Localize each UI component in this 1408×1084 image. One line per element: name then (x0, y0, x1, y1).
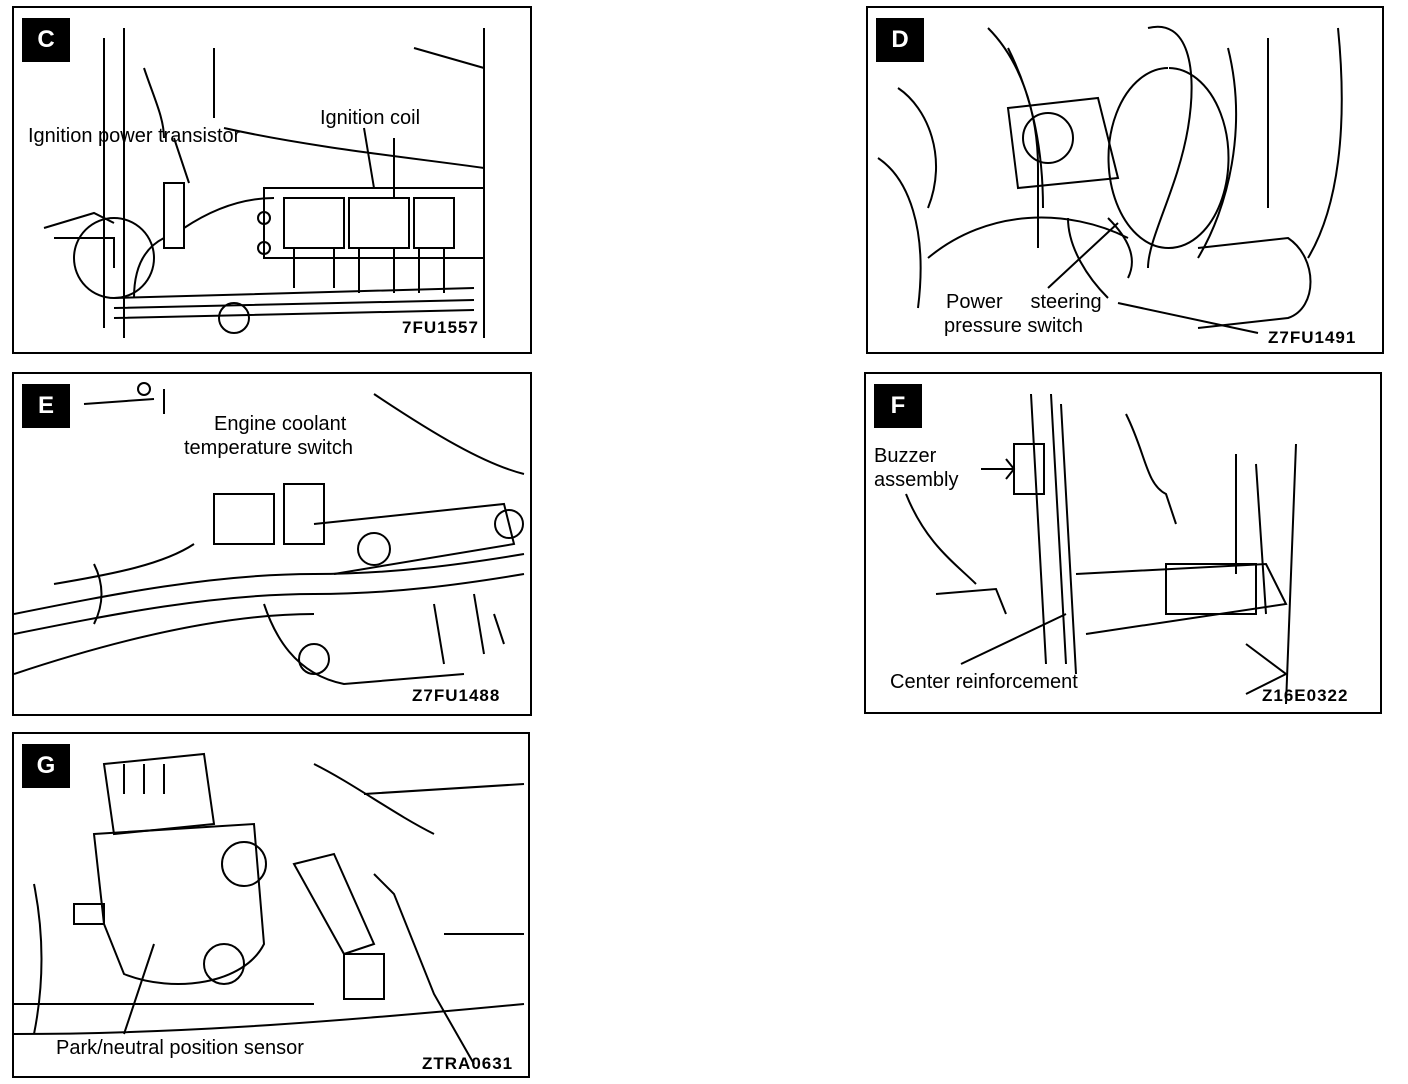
figure-code: Z7FU1491 (1268, 328, 1357, 347)
label-buzzer: Buzzer (874, 445, 937, 467)
panel-g: G Park/neutral position sensor ZTRA0631 (12, 732, 530, 1078)
panel-c: C Ignition power transistor Ignition coi… (12, 6, 532, 354)
label-park-neutral-position-sensor: Park/neutral position sensor (56, 1037, 304, 1059)
panel-c-letter: C (22, 18, 70, 62)
label-temperature-switch: temperature switch (184, 437, 353, 459)
ignition-coil-illustration (43, 28, 485, 338)
figure-code: Z7FU1488 (412, 686, 501, 705)
label-engine-coolant: Engine coolant (214, 413, 347, 435)
engine-coolant-illustration (14, 382, 525, 686)
buzzer-assembly-illustration (905, 393, 1297, 705)
panel-e-letter: E (22, 384, 70, 428)
park-neutral-sensor-illustration (14, 752, 525, 1065)
figure-code: 7FU1557 (402, 318, 479, 337)
power-steering-illustration (877, 25, 1343, 334)
panel-g-letter: G (22, 744, 70, 788)
label-center-reinforcement: Center reinforcement (890, 671, 1078, 693)
label-ignition-coil: Ignition coil (320, 107, 421, 129)
label-pressure-switch: pressure switch (944, 315, 1083, 337)
panel-d: D Power steering pressure switch Z7FU149… (866, 6, 1384, 354)
panel-d-letter: D (876, 18, 924, 62)
panel-f-letter: F (874, 384, 922, 428)
figure-code: Z16E0322 (1262, 686, 1349, 705)
label-ignition-power-transistor: Ignition power transistor (28, 125, 241, 147)
figure-code: ZTRA0631 (422, 1054, 514, 1073)
panel-e: E Engine coolant temperature switch Z7FU… (12, 372, 532, 716)
label-power-steering: Power steering (946, 291, 1102, 313)
panel-f: F Buzzer assembly Center reinforcement Z… (864, 372, 1382, 714)
label-assembly: assembly (874, 469, 959, 491)
